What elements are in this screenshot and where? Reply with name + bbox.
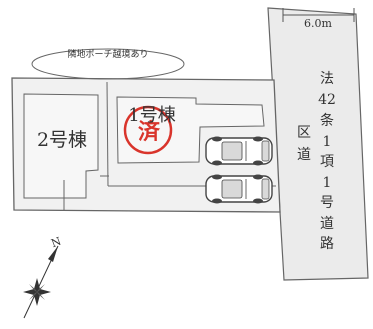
svg-text:法: 法: [320, 71, 334, 87]
road-type-label: 区 道: [297, 125, 311, 163]
north-label: N: [49, 235, 63, 251]
parked-car-upper: [205, 136, 273, 166]
road-width-dimension: 6.0m: [282, 8, 355, 30]
parked-car-lower: [205, 174, 273, 204]
svg-text:道: 道: [297, 147, 311, 163]
svg-text:路: 路: [320, 236, 334, 252]
svg-text:42: 42: [318, 92, 336, 108]
north-compass-icon: N: [23, 235, 63, 319]
svg-text:区: 区: [297, 125, 311, 141]
svg-text:号: 号: [320, 195, 334, 211]
porch-note-label: 隣地ポーチ越境あり: [67, 48, 148, 60]
building-2-footprint: [23, 93, 99, 199]
road-width-label: 6.0m: [304, 17, 332, 30]
svg-text:1: 1: [323, 134, 332, 150]
road-area: [267, 7, 369, 281]
svg-text:道: 道: [320, 216, 334, 232]
building-1-label: 1号棟: [128, 105, 175, 126]
svg-text:条: 条: [320, 112, 334, 129]
svg-text:項: 項: [320, 154, 334, 170]
svg-text:1: 1: [323, 175, 332, 191]
road-classification-label: 法 42 条 1 項 1 号 道 路: [318, 71, 336, 252]
sold-stamp-label: 済: [138, 119, 161, 145]
building-2-label: 2号棟: [37, 129, 87, 151]
building-1-footprint: [116, 96, 265, 164]
porch-encroachment-note: 隣地ポーチ越境あり: [31, 48, 185, 80]
sold-stamp: 済: [123, 105, 173, 155]
